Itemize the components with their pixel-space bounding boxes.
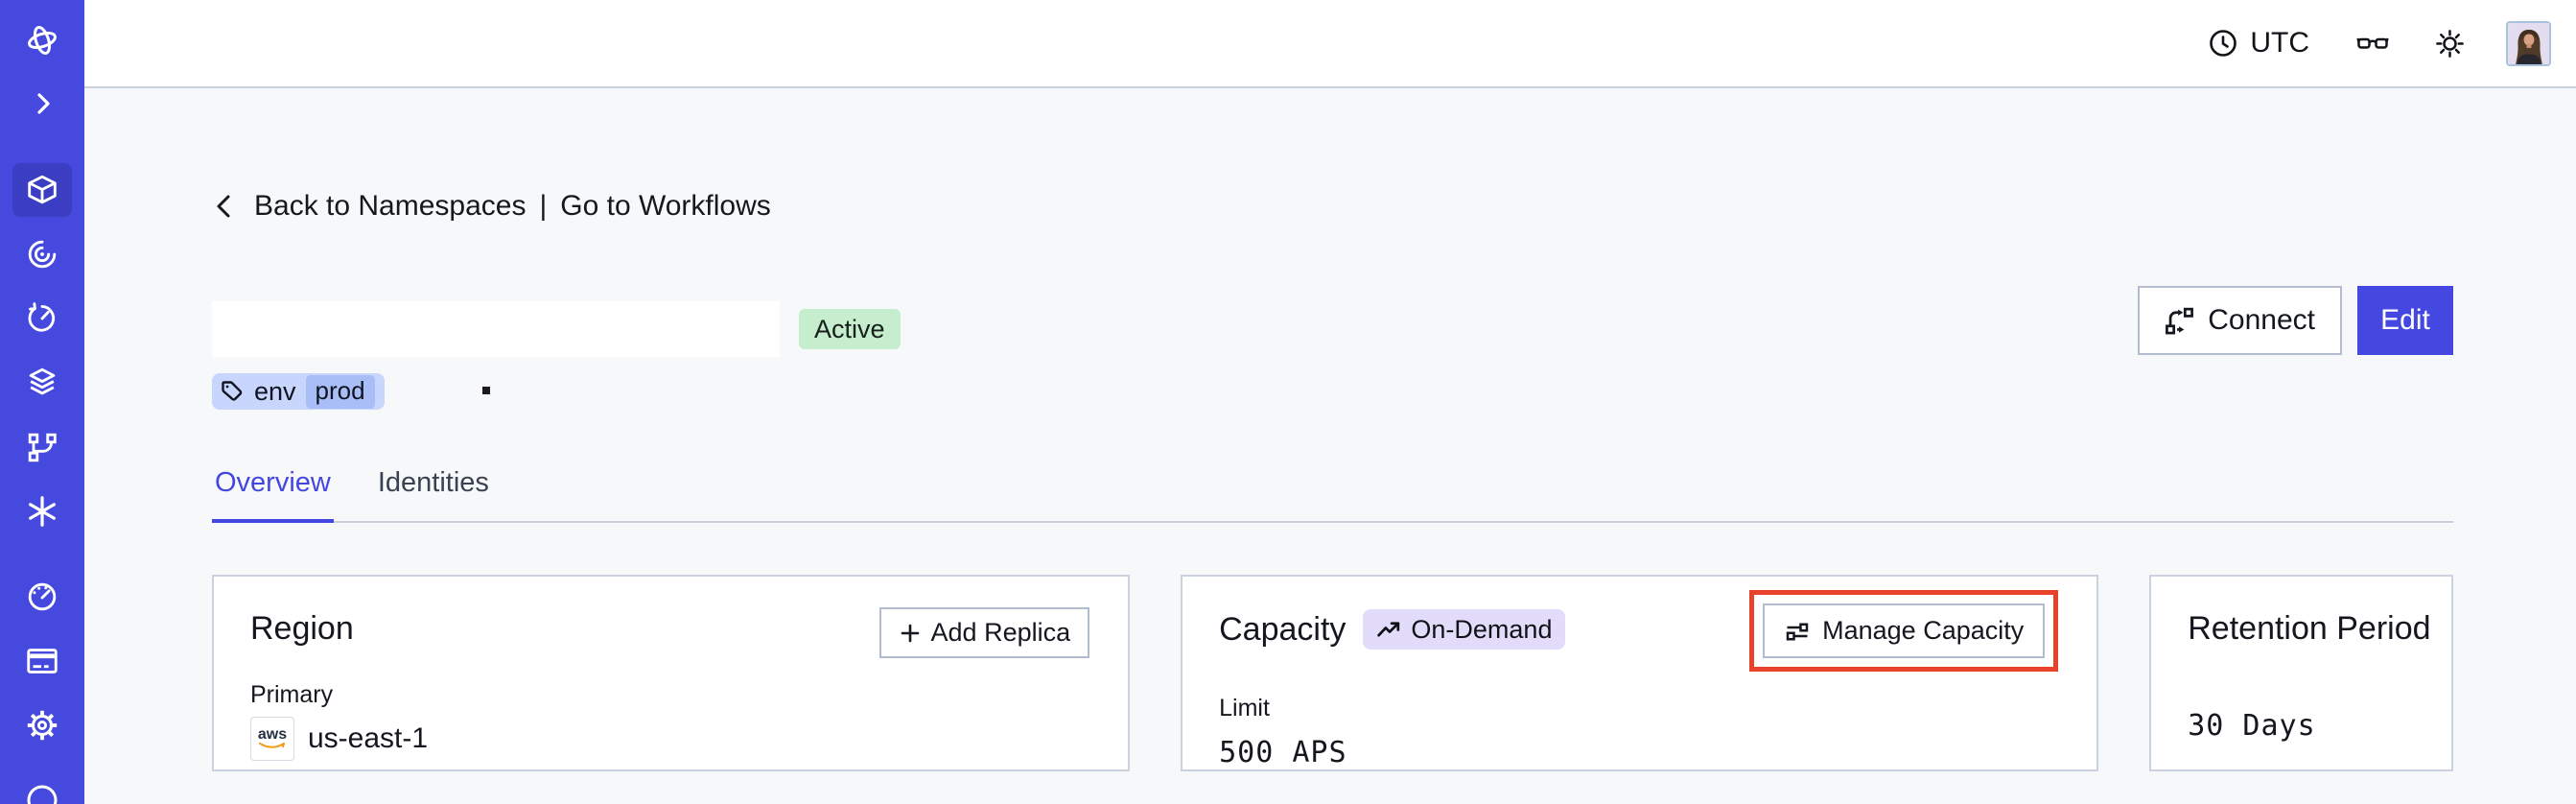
sun-icon[interactable] (2434, 28, 2466, 59)
glasses-icon[interactable] (2355, 27, 2390, 59)
timezone-label: UTC (2250, 27, 2309, 59)
sliders-icon (1786, 623, 1809, 640)
status-badge: Active (799, 309, 901, 349)
sidebar-item-nexus[interactable] (12, 479, 72, 543)
annotation-highlight-box: Manage Capacity (1749, 590, 2059, 672)
region-field-label: Primary (250, 681, 334, 708)
deployments-icon (29, 367, 56, 394)
region-value: us-east-1 (308, 722, 429, 754)
capacity-card-title: Capacity (1219, 611, 1347, 648)
retention-card-title: Retention Period (2188, 610, 2431, 647)
breadcrumb: Back to Namespaces | Go to Workflows (212, 190, 2453, 223)
help-icon[interactable] (23, 779, 61, 804)
on-demand-label: On-Demand (1411, 614, 1553, 644)
batch-operations-icon (28, 433, 57, 461)
summary-cards: Region Add Replica Primary aws (212, 575, 2453, 771)
region-card-title: Region (250, 610, 354, 647)
sidebar-item-workflows[interactable] (12, 222, 72, 286)
aws-logo: aws (250, 717, 294, 761)
connect-label: Connect (2208, 304, 2315, 336)
sidebar-item-settings[interactable] (12, 693, 72, 757)
edit-button[interactable]: Edit (2357, 286, 2453, 355)
tab-overview[interactable]: Overview (212, 467, 334, 523)
tab-bar: Overview Identities (212, 467, 2453, 523)
user-avatar[interactable] (2506, 20, 2551, 66)
sidebar-item-billing[interactable] (12, 628, 72, 693)
usage-icon (28, 582, 57, 610)
namespaces-icon (28, 175, 57, 203)
billing-icon (27, 648, 58, 674)
sidebar-nav-secondary (12, 564, 72, 757)
go-to-workflows-link[interactable]: Go to Workflows (560, 190, 771, 222)
namespace-actions: Connect Edit (2138, 286, 2453, 355)
aws-smile-arc (259, 742, 285, 748)
aws-logo-text: aws (257, 725, 288, 743)
expand-sidebar-icon[interactable] (25, 86, 59, 121)
plus-icon (901, 624, 919, 642)
settings-icon (27, 710, 58, 740)
connect-icon (2166, 307, 2194, 334)
back-chevron-icon[interactable] (212, 192, 237, 221)
retention-card: Retention Period 30 Days (2149, 575, 2453, 771)
on-demand-badge: On-Demand (1363, 609, 1566, 650)
manage-capacity-button[interactable]: Manage Capacity (1763, 603, 2046, 658)
sidebar-nav-primary (12, 157, 72, 543)
capacity-field-label: Limit (1219, 695, 1270, 721)
capacity-card: Capacity On-Demand (1181, 575, 2099, 771)
capacity-value: 500 APS (1219, 736, 1347, 769)
clock-icon (2210, 30, 2237, 57)
redaction-artifact (482, 387, 490, 394)
tag-key: env (254, 376, 296, 406)
sidebar-item-usage[interactable] (12, 564, 72, 628)
trending-up-icon (1377, 621, 1400, 637)
tag-row: env prod (212, 373, 2453, 410)
schedules-icon (28, 301, 56, 332)
namespace-header: Active Connect Edit (212, 286, 2453, 357)
timezone-selector[interactable]: UTC (2208, 27, 2309, 59)
breadcrumb-separator: | (539, 190, 548, 222)
sidebar-item-schedules[interactable] (12, 286, 72, 350)
retention-value: 30 Days (2188, 709, 2316, 743)
tab-identities[interactable]: Identities (377, 467, 489, 498)
namespace-tag[interactable]: env prod (212, 373, 385, 410)
add-replica-label: Add Replica (930, 618, 1071, 647)
tag-icon (222, 381, 243, 401)
workflows-icon (28, 240, 57, 268)
sidebar (0, 0, 84, 804)
region-card: Region Add Replica Primary aws (212, 575, 1131, 771)
sidebar-item-batch-operations[interactable] (12, 414, 72, 479)
namespace-title-wrap: Active (212, 301, 901, 357)
connect-button[interactable]: Connect (2138, 286, 2342, 355)
manage-capacity-label: Manage Capacity (1822, 616, 2025, 645)
sidebar-item-namespaces[interactable] (12, 157, 72, 222)
temporal-logo-icon[interactable] (21, 19, 63, 61)
add-replica-button[interactable]: Add Replica (878, 607, 1090, 658)
back-to-namespaces-link[interactable]: Back to Namespaces (254, 190, 527, 222)
tag-value: prod (305, 374, 375, 409)
topbar: UTC (84, 0, 2576, 88)
namespace-name-redacted (212, 301, 780, 357)
main-content: Back to Namespaces | Go to Workflows Act… (84, 88, 2576, 804)
sidebar-item-deployments[interactable] (12, 350, 72, 414)
nexus-icon (29, 495, 56, 527)
